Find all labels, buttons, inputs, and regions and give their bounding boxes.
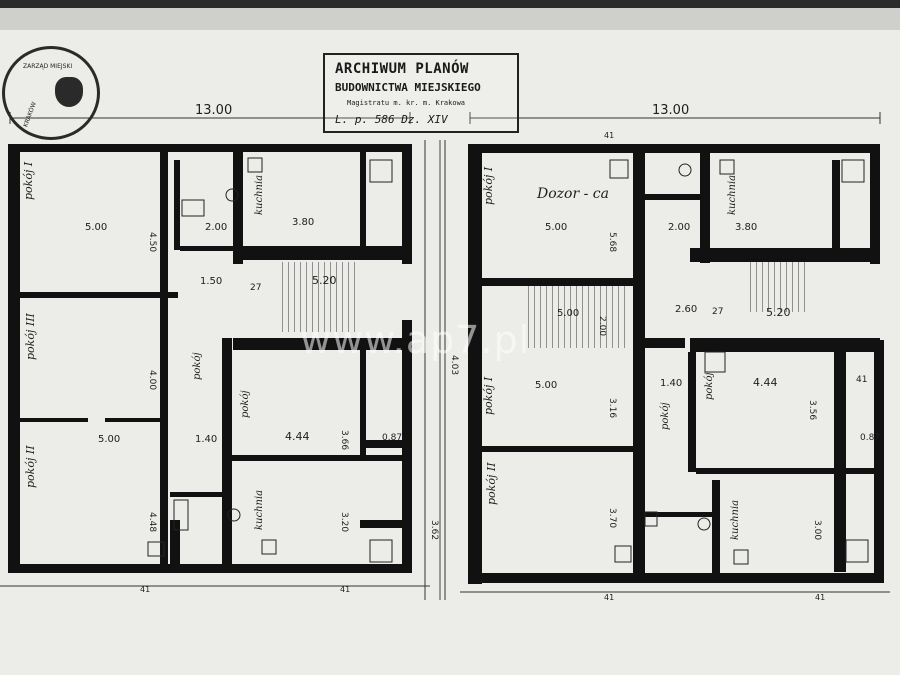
room-label: kuchnia: [727, 175, 738, 215]
stamp-subtitle: BUDOWNICTWA MIEJSKIEGO: [335, 81, 481, 94]
dim-label: 2.60: [675, 304, 697, 315]
right-plan: 13.00 5.00 5.68 2.00 3.80 5.00 2.00 2.60…: [444, 103, 890, 602]
dim-label: 4.50: [147, 232, 157, 252]
room-label: kuchnia: [254, 175, 265, 215]
room-label: pokój I: [482, 166, 495, 205]
dim-label: 41: [604, 593, 614, 602]
dim-label: 4.03: [449, 355, 459, 375]
dim-label: 5.68: [607, 232, 617, 252]
stamp-authority: Magistratu m. kr. m. Krakowa: [347, 99, 466, 107]
dim-label: 3.80: [292, 217, 314, 228]
dim-label: 3.00: [812, 520, 822, 540]
dim-label: 41: [340, 585, 350, 594]
stamp-reference: L. p. 586 Dz. XIV: [335, 113, 448, 126]
dim-label: 5.20: [312, 274, 337, 287]
room-label: pokój: [192, 352, 203, 380]
seal-top-text: ZARZĄD MIEJSKI: [23, 63, 73, 70]
dim-label: 41: [604, 131, 614, 140]
room-label: pokój I: [482, 376, 495, 415]
dim-label: 4.44: [285, 430, 310, 443]
dim-label: 3.56: [807, 400, 817, 420]
dim-label: 3.20: [339, 512, 349, 532]
dim-width-right: 13.00: [652, 103, 689, 118]
dim-label: 2.00: [668, 222, 690, 233]
room-label: pokój: [704, 372, 715, 400]
room-label: pokój: [240, 390, 251, 418]
dim-label: 5.00: [98, 434, 120, 445]
dim-label: 5.00: [85, 222, 107, 233]
dim-label: 41: [856, 375, 867, 385]
dim-label: 3.80: [735, 222, 757, 233]
dim-label: 41: [140, 585, 150, 594]
dim-width-left: 13.00: [195, 103, 232, 118]
room-label: kuchnia: [730, 500, 741, 540]
dim-label: 5.00: [545, 222, 567, 233]
dim-label: 4.00: [147, 370, 157, 390]
dim-label: 3.62: [429, 520, 439, 540]
dim-label: 3.66: [339, 430, 349, 450]
dim-label: 5.20: [766, 306, 791, 319]
stamp-title: ARCHIWUM PLANÓW: [335, 61, 469, 77]
coat-of-arms-icon: [55, 77, 83, 107]
room-label: pokój: [660, 402, 671, 430]
room-label: pokój II: [24, 445, 37, 488]
dim-label: 5.00: [557, 308, 579, 319]
room-label: Dozor - ca: [536, 186, 609, 202]
dim-label: 0.87: [860, 433, 880, 443]
dim-label: 1.40: [660, 378, 682, 389]
dim-label: 2.00: [597, 316, 607, 336]
seal-bottom-text: KRAKÓW: [22, 100, 38, 129]
room-label: pokój I: [22, 161, 35, 200]
room-label: pokój II: [485, 462, 498, 505]
dim-label: 0.87: [382, 433, 402, 443]
room-label: pokój III: [24, 312, 37, 360]
dim-label: 3.16: [607, 398, 617, 418]
dim-label: 41: [815, 593, 825, 602]
dim-label: 1.50: [200, 276, 222, 287]
dim-label: 3.70: [607, 508, 617, 528]
watermark: www.ap7.pl: [300, 318, 531, 362]
municipal-seal: ZARZĄD MIEJSKI KRAKÓW: [2, 46, 100, 140]
dim-label: 4.48: [147, 512, 157, 532]
dim-label: 4.44: [753, 376, 778, 389]
dim-label: 27: [712, 307, 723, 317]
dim-label: 2.00: [205, 222, 227, 233]
archive-stamp: ARCHIWUM PLANÓW BUDOWNICTWA MIEJSKIEGO M…: [323, 53, 519, 133]
dim-label: 27: [250, 283, 261, 293]
room-label: kuchnia: [254, 490, 265, 530]
dim-label: 1.40: [195, 434, 217, 445]
dim-label: 5.00: [535, 380, 557, 391]
left-plan: 13.00 5.00 4.50 3.80 2.00 1.50 5.20 4.00…: [0, 103, 439, 600]
